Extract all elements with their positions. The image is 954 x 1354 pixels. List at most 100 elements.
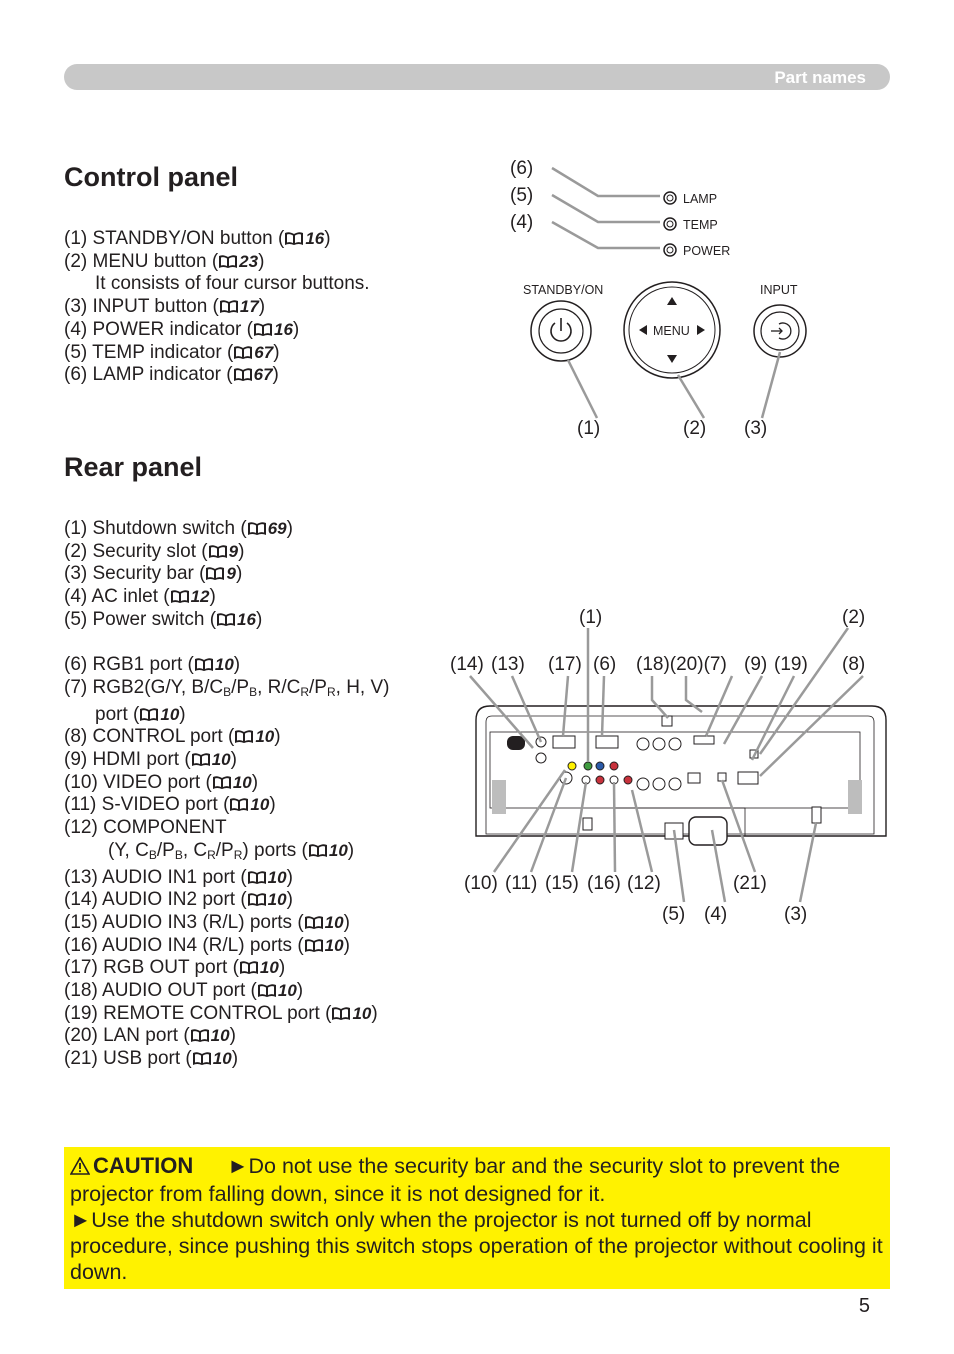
- list-item: (3) INPUT button (17): [64, 296, 266, 318]
- temp-label: TEMP: [683, 218, 718, 232]
- hdmi-port: [693, 735, 715, 745]
- callout-label: (14): [450, 654, 484, 675]
- caution-box: CAUTION ►Do not use the security bar and…: [64, 1147, 890, 1289]
- control-port: [737, 771, 759, 785]
- book-icon: [247, 892, 267, 907]
- rear-panel-title: Rear panel: [64, 452, 203, 482]
- list-item: (12) COMPONENT: [64, 817, 227, 839]
- caution-heading: CAUTION: [93, 1153, 194, 1178]
- control-panel-diagram: (6) (5) (4) LAMP TEMP POWER STANDBY/ON I…: [510, 158, 807, 439]
- caution-text-2: ►Use the shutdown switch only when the p…: [70, 1208, 883, 1284]
- standby-label: STANDBY/ON: [523, 283, 603, 297]
- power-symbol-icon: [550, 318, 572, 342]
- caution-text-1: ►Do not use the security bar and the sec…: [70, 1154, 841, 1206]
- cursor-down-icon: [667, 355, 677, 363]
- callout-label: (11): [505, 873, 537, 894]
- book-icon: [304, 915, 324, 930]
- callout-label: (3): [784, 904, 807, 925]
- power-indicator: [663, 243, 677, 257]
- list-item: (2) MENU button (23): [64, 250, 265, 272]
- header-bar: Part names: [64, 64, 890, 90]
- book-icon: [234, 729, 254, 744]
- page-number: 5: [858, 1295, 870, 1317]
- cursor-right-icon: [697, 325, 705, 335]
- callout-label: (4): [510, 212, 533, 233]
- list-item: (15) AUDIO IN3 (R/L) ports (10): [64, 911, 350, 933]
- book-icon: [239, 960, 259, 975]
- book-icon: [205, 566, 225, 581]
- callout-label: (5): [662, 904, 685, 925]
- list-item: (6) RGB1 port (10): [64, 654, 241, 676]
- list-item: (19) REMOTE CONTROL port (10): [64, 1002, 378, 1024]
- callout-label: (3): [744, 418, 767, 439]
- list-item: (8) CONTROL port (10): [64, 726, 281, 748]
- callout-label: (10): [464, 873, 498, 894]
- book-icon: [253, 322, 273, 337]
- callout-label: (4): [704, 904, 727, 925]
- book-icon: [219, 299, 239, 314]
- warning-triangle-icon: [69, 1155, 91, 1181]
- menu-label: MENU: [653, 324, 690, 338]
- rgb1-port: [595, 735, 619, 749]
- list-item: (9) HDMI port (10): [64, 749, 237, 771]
- book-icon: [233, 345, 253, 360]
- section-label: Part names: [774, 68, 866, 87]
- list-item: (4) AC inlet (12): [64, 586, 216, 608]
- list-item: (14) AUDIO IN2 port (10): [64, 889, 293, 911]
- callout-label: (15): [545, 873, 579, 894]
- callout-label: (5): [510, 185, 533, 206]
- list-item: (3) Security bar (9): [64, 563, 243, 585]
- control-panel-list: (1) STANDBY/ON button (16) (2) MENU butt…: [64, 228, 370, 387]
- input-label: INPUT: [760, 283, 798, 297]
- cursor-up-icon: [667, 297, 677, 305]
- list-item: (1) STANDBY/ON button (16): [64, 228, 331, 249]
- list-item: (4) POWER indicator (16): [64, 318, 300, 340]
- book-icon: [139, 707, 159, 722]
- list-item: (6) LAMP indicator (67): [64, 364, 279, 386]
- list-item: (10) VIDEO port (10): [64, 771, 259, 793]
- list-item: (7) RGB2(G/Y, B/CB/PB, R/CR/PR, H, V): [64, 676, 390, 699]
- rear-panel-list: (1) Shutdown switch (69) (2) Security sl…: [64, 518, 390, 1071]
- callout-label: (16): [587, 873, 621, 894]
- callout-label: (6): [593, 654, 616, 675]
- callout-label: (19): [774, 654, 808, 675]
- input-icon: [771, 322, 792, 340]
- book-icon: [212, 775, 232, 790]
- book-icon: [257, 983, 277, 998]
- list-item: (11) S-VIDEO port (10): [64, 794, 276, 816]
- book-icon: [233, 367, 253, 382]
- callout-label: (1): [577, 418, 600, 439]
- ac-inlet: [688, 816, 728, 846]
- list-item: (13) AUDIO IN1 port (10): [64, 866, 293, 888]
- list-item: (5) TEMP indicator (67): [64, 341, 280, 363]
- list-item: (16) AUDIO IN4 (R/L) ports (10): [64, 934, 350, 956]
- book-icon: [284, 231, 304, 246]
- book-icon: [304, 938, 324, 953]
- book-icon: [170, 589, 190, 604]
- book-icon: [218, 254, 238, 269]
- book-icon: [216, 612, 236, 627]
- callout-label: (13): [491, 654, 525, 675]
- callout-label: (21): [733, 873, 767, 894]
- book-icon: [208, 544, 228, 559]
- book-icon: [247, 870, 267, 885]
- book-icon: [191, 752, 211, 767]
- usb-port: [717, 772, 727, 782]
- book-icon: [247, 521, 267, 536]
- power-label: POWER: [683, 244, 730, 258]
- callout-label: (6): [510, 158, 533, 179]
- list-item: (1) Shutdown switch (69): [64, 518, 293, 539]
- shutdown-switch: [507, 736, 525, 750]
- list-item: port (10): [95, 703, 186, 725]
- callout-label: (17): [548, 654, 582, 675]
- list-item: (5) Power switch (16): [64, 608, 263, 630]
- callout-label: (18)(20)(7): [636, 654, 727, 675]
- projector-rear-body: [475, 705, 887, 846]
- book-icon: [229, 797, 249, 812]
- lamp-indicator: [663, 191, 677, 205]
- list-item: (2) Security slot (9): [64, 540, 245, 562]
- callout-label: (12): [627, 873, 661, 894]
- list-item: (18) AUDIO OUT port (10): [64, 980, 304, 1002]
- list-item: It consists of four cursor buttons.: [95, 273, 370, 295]
- cursor-left-icon: [639, 325, 647, 335]
